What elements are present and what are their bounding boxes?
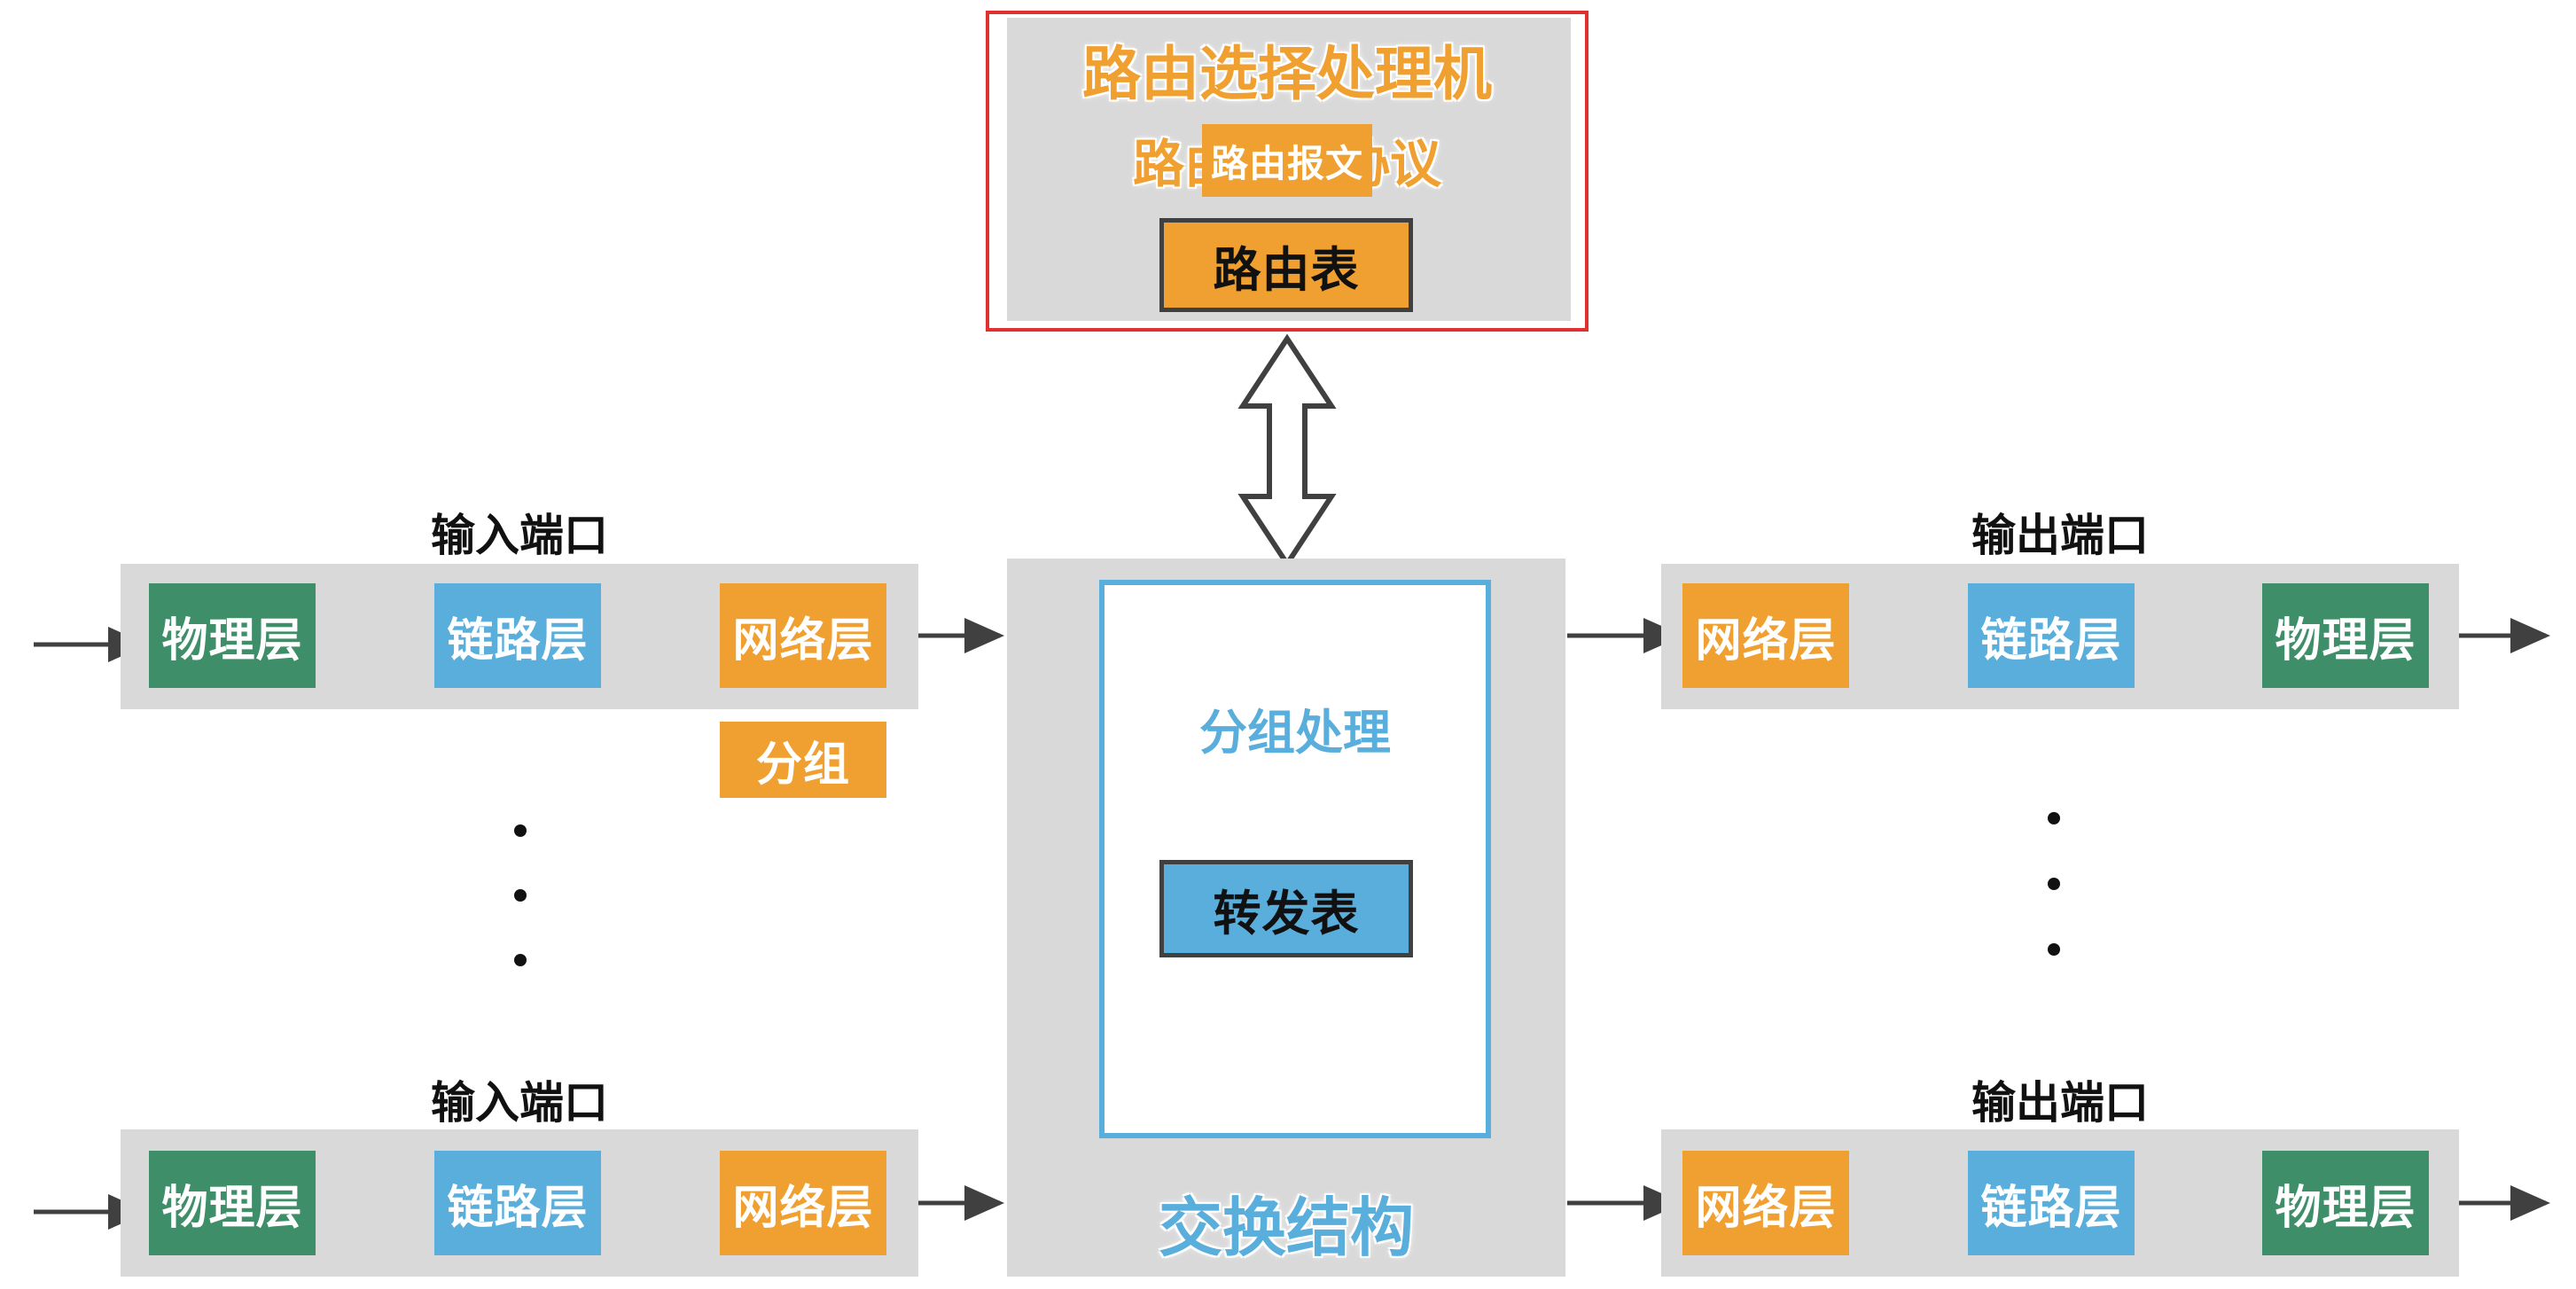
physical-layer-block: 物理层 [2262, 1151, 2429, 1255]
packet-block: 分组 [720, 722, 886, 798]
network-layer-block: 网络层 [1682, 1151, 1849, 1255]
packet-processing-frame [1099, 580, 1491, 1138]
network-layer-block: 网络层 [720, 583, 886, 688]
ellipsis-dot [2048, 943, 2060, 956]
ellipsis-dot [514, 954, 527, 966]
network-layer-block: 网络层 [1682, 583, 1849, 688]
ellipsis-dot [514, 824, 527, 837]
physical-layer-block: 物理层 [149, 583, 316, 688]
network-layer-block: 网络层 [720, 1151, 886, 1255]
output-port-title: 输出端口 [1971, 1077, 2149, 1129]
input-port-title: 输入端口 [431, 1077, 608, 1129]
switch-fabric-title: 交换结构 [1158, 1191, 1414, 1265]
physical-layer-block: 物理层 [2262, 583, 2429, 688]
ellipsis-dot [2048, 878, 2060, 890]
link-layer-block: 链路层 [434, 583, 601, 688]
packet-processing-title: 分组处理 [1199, 705, 1391, 761]
routing-processor-title: 路由选择处理机 [1082, 40, 1492, 108]
forwarding-table: 转发表 [1159, 860, 1413, 957]
link-layer-block: 链路层 [1968, 1151, 2135, 1255]
output-port-title: 输出端口 [1971, 510, 2149, 561]
routing-table: 路由表 [1159, 218, 1413, 312]
physical-layer-block: 物理层 [149, 1151, 316, 1255]
ellipsis-dot [514, 889, 527, 902]
ellipsis-dot [2048, 812, 2060, 824]
link-layer-block: 链路层 [1968, 583, 2135, 688]
routing-message-box: 路由报文 [1202, 124, 1372, 197]
input-port-title: 输入端口 [431, 510, 608, 561]
link-layer-block: 链路层 [434, 1151, 601, 1255]
